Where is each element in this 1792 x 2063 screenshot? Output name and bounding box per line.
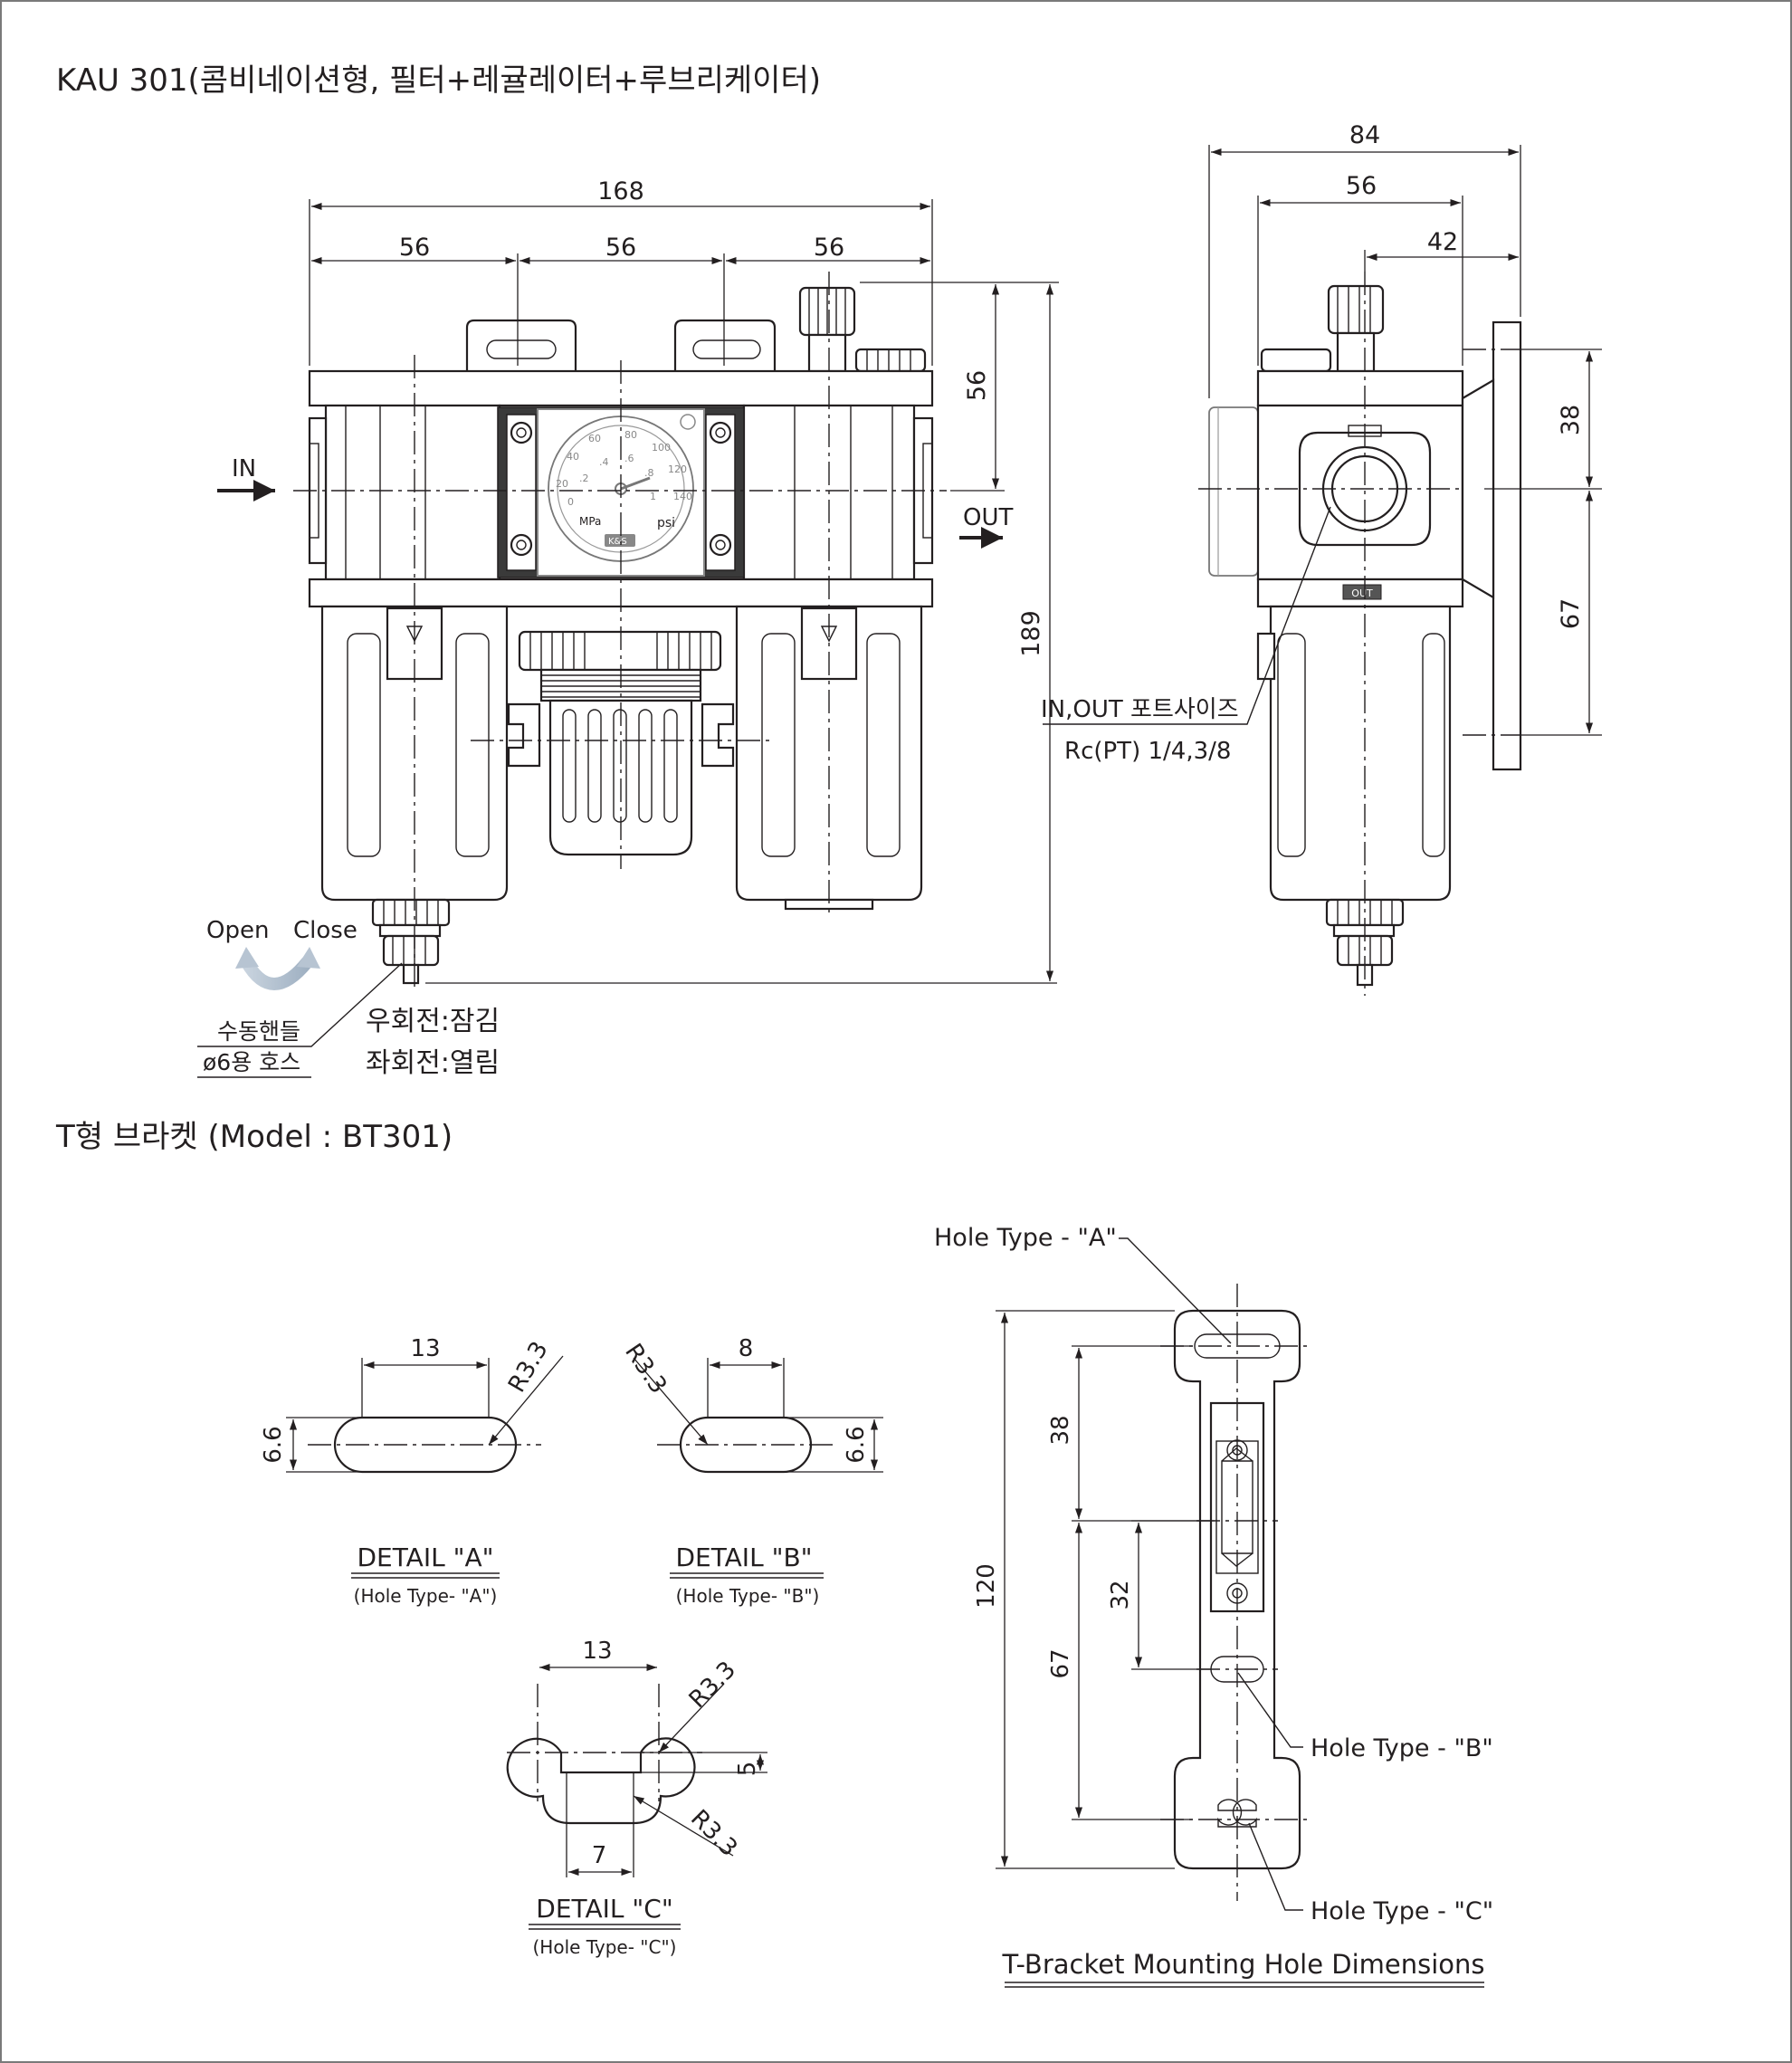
gauge-mpa-2: .4 <box>599 456 609 468</box>
gauge-brand: K&S <box>608 537 627 547</box>
detail-a-radius: R3.3 <box>503 1337 554 1397</box>
in-label: IN <box>232 455 256 482</box>
gauge-mpa-0: 0 <box>567 496 574 508</box>
gauge-psi-2: 60 <box>588 433 601 444</box>
detail-a-title: DETAIL "A" <box>357 1542 493 1572</box>
main-title: KAU 301(콤비네이션형, 필터+레귤레이터+루브리케이터) <box>56 62 821 99</box>
dim-knob-height: 56 <box>963 370 991 401</box>
port-size-value: Rc(PT) 1/4,3/8 <box>1064 738 1231 765</box>
detail-c-slot-width: 7 <box>592 1842 607 1869</box>
detail-c-subtitle: (Hole Type- "C") <box>533 1936 677 1958</box>
t-bracket: 120 38 67 32 Hole Type - "A" Hole Type -… <box>934 1224 1493 1988</box>
dim-overall-height: 189 <box>1017 610 1045 657</box>
drain-open-label: Open <box>206 917 269 944</box>
side-dim-top: 84 <box>1349 121 1380 149</box>
gauge-psi-1: 40 <box>567 451 579 463</box>
gauge-psi-4: 100 <box>652 442 671 454</box>
filter-bowl-window-right <box>455 633 490 857</box>
detail-b-radius: R3.3 <box>619 1339 672 1399</box>
bracket-title: T형 브라켓 (Model : BT301) <box>55 1119 453 1155</box>
filter-head <box>324 404 501 581</box>
side-gauge <box>1208 406 1259 577</box>
detail-b: 8 R3.3 6.6 DETAIL "B" (Hole Type- "B") <box>619 1335 883 1607</box>
detail-c-title: DETAIL "C" <box>536 1894 672 1924</box>
front-view: MPa psi K&S 0 .2 .4 .6 .8 1 20 40 60 80 … <box>197 177 1059 1079</box>
side-dim-upper: 38 <box>1557 405 1585 435</box>
detail-a-width: 13 <box>410 1335 440 1362</box>
detail-c-slot <box>506 1737 696 1825</box>
side-out-mark: OUT <box>1351 587 1373 599</box>
side-dim-mid: 56 <box>1346 172 1377 200</box>
hole-type-a-label: Hole Type - "A" <box>934 1224 1117 1252</box>
gauge-unit-psi: psi <box>657 516 675 530</box>
bracket-dim-upper: 38 <box>1047 1415 1074 1445</box>
detail-c-radius-bottom: R3.3 <box>685 1805 742 1862</box>
detail-a-height: 6.6 <box>260 1426 287 1463</box>
gauge-mpa-1: .2 <box>579 473 589 484</box>
drain-hose-label: ø6용 호스 <box>203 1049 300 1075</box>
bracket-caption: T-Bracket Mounting Hole Dimensions <box>1001 1949 1484 1980</box>
gauge-psi-6: 140 <box>673 491 692 502</box>
side-knob <box>1327 284 1385 335</box>
gauge-mpa-3: .6 <box>624 453 634 464</box>
rotation-arrow-icon <box>240 957 313 990</box>
lubricator-bowl <box>735 605 923 902</box>
bracket-dim-middle: 32 <box>1107 1580 1134 1609</box>
dim-unit-right: 56 <box>814 234 844 262</box>
bracket-dim-lower: 67 <box>1047 1648 1074 1678</box>
gauge-psi-0: 20 <box>556 478 568 490</box>
bracket-dim-total: 120 <box>973 1563 1000 1609</box>
port-size-label: IN,OUT 포트사이즈 <box>1041 696 1239 723</box>
detail-a-subtitle: (Hole Type- "A") <box>354 1585 498 1607</box>
gauge-psi-3: 80 <box>624 429 637 441</box>
gauge-mpa-4: .8 <box>644 467 654 479</box>
drain-left-note: 좌회전:열림 <box>366 1047 500 1079</box>
detail-c-height: 5 <box>734 1762 761 1777</box>
out-label: OUT <box>963 504 1013 531</box>
detail-b-title: DETAIL "B" <box>675 1542 812 1572</box>
drain-close-label: Close <box>293 917 357 944</box>
hole-type-b-label: Hole Type - "B" <box>1311 1734 1493 1762</box>
side-view: OUT 84 56 42 <box>1041 121 1602 996</box>
drain-handle <box>382 934 440 967</box>
detail-c-radius-top: R3.3 <box>684 1657 741 1714</box>
drain-right-note: 우회전:잠김 <box>366 1006 500 1037</box>
filter-bowl-window-left <box>347 633 381 857</box>
drain-hose-nipple <box>402 963 420 985</box>
side-bracket <box>1492 320 1522 771</box>
detail-a: 13 R3.3 6.6 DETAIL "A" (Hole Type- "A") <box>260 1335 564 1607</box>
gauge-mpa-5: 1 <box>650 491 656 502</box>
detail-c-width: 13 <box>582 1638 612 1665</box>
dim-overall-width: 168 <box>597 177 644 205</box>
dim-unit-left: 56 <box>399 234 430 262</box>
drain-handle-label: 수동핸들 <box>217 1018 300 1045</box>
hole-type-c-label: Hole Type - "C" <box>1311 1897 1493 1925</box>
lubricator-bowl-window-right <box>866 633 901 857</box>
gauge-psi-5: 120 <box>668 463 687 475</box>
detail-c: 13 R3.3 5 R3.3 7 DETAIL "C" (Hole Type- … <box>506 1638 767 1958</box>
detail-b-width: 8 <box>739 1335 754 1362</box>
gauge-unit-mpa: MPa <box>579 515 601 528</box>
detail-b-subtitle: (Hole Type- "B") <box>676 1585 820 1607</box>
side-bowl <box>1269 605 1452 902</box>
dim-unit-mid: 56 <box>605 234 636 262</box>
lubricator-bowl-window-left <box>761 633 796 857</box>
mount-ear-left <box>465 319 577 371</box>
side-dim-lower: 67 <box>1557 598 1585 629</box>
detail-b-height: 6.6 <box>843 1426 870 1463</box>
side-dim-right: 42 <box>1427 228 1458 256</box>
regulator-handle <box>548 699 693 856</box>
